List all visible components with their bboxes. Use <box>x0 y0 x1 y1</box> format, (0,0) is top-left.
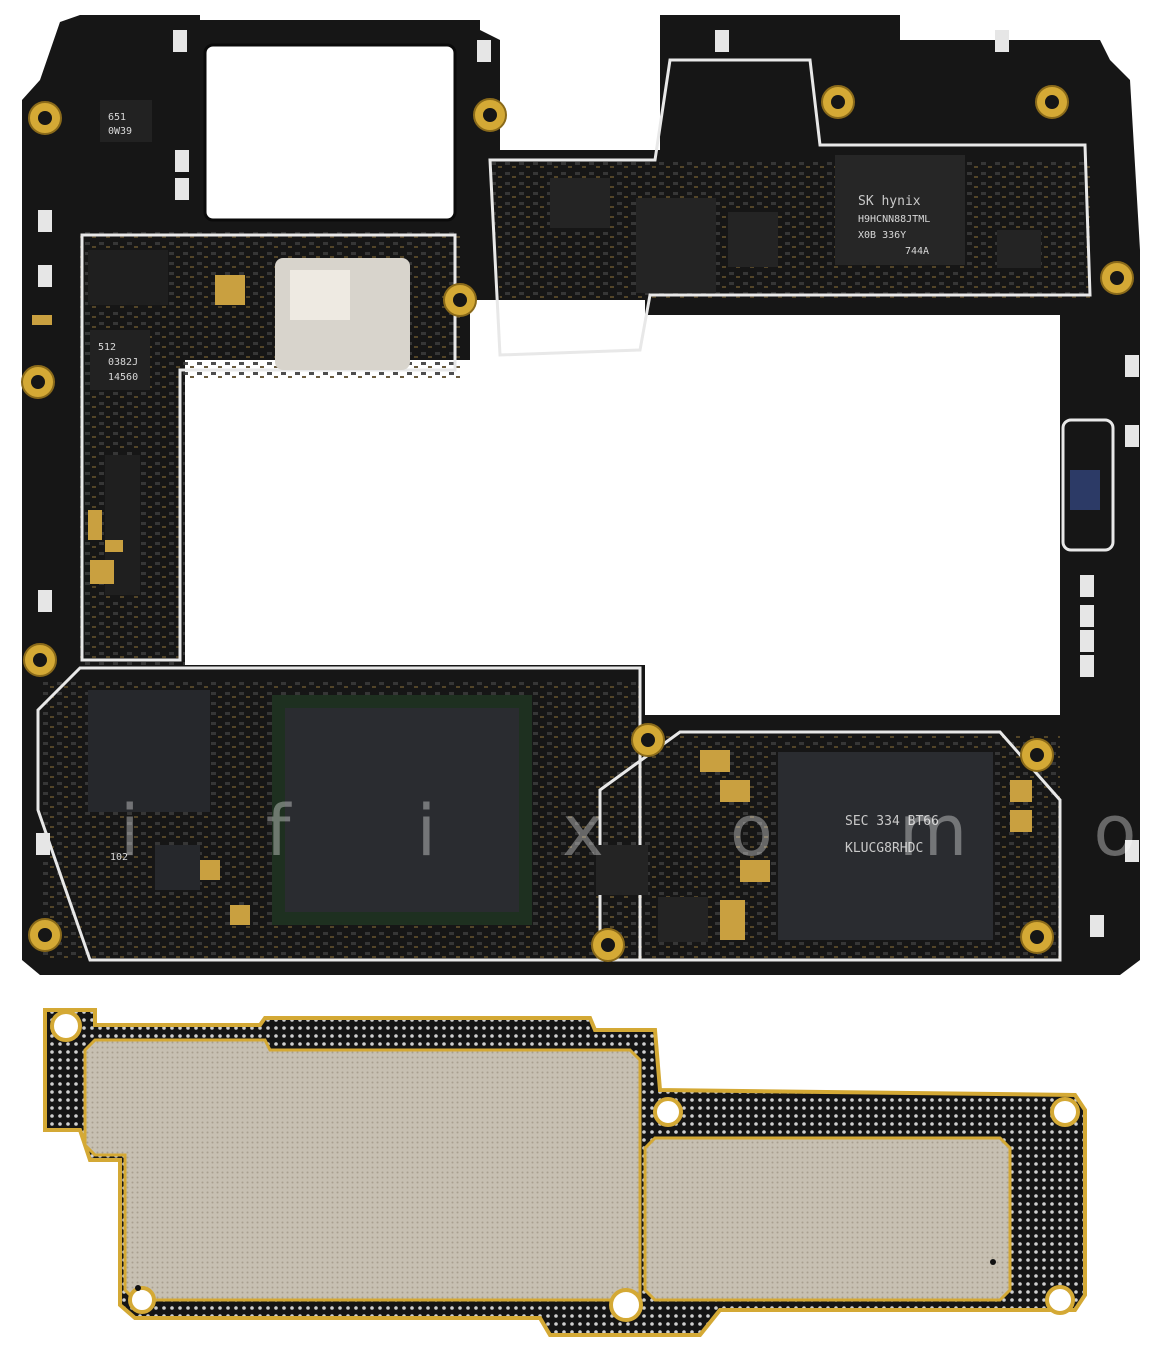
main-logic-board: 651 0W39 512 0382J 14560 SK hynix H9HCNN… <box>21 15 1140 975</box>
mesh-shield-left <box>83 1038 642 1302</box>
ram-chip <box>835 155 965 265</box>
pmic-chip-2 <box>550 178 610 228</box>
pmic-chip-3 <box>728 212 778 267</box>
small-chip-bottom-2 <box>658 897 708 942</box>
svg-text:744A: 744A <box>905 246 929 257</box>
watermark: i f i x o m o b i l e <box>120 790 1161 872</box>
pmic-top-left-chip <box>100 100 152 142</box>
frame-holes <box>50 1010 1080 1322</box>
interposer-frame <box>43 1008 1087 1337</box>
chips: 651 0W39 512 0382J 14560 SK hynix H9HCNN… <box>88 100 1100 942</box>
mesh-shield-right <box>643 1136 1012 1302</box>
svg-text:H9HCNN88JTML: H9HCNN88JTML <box>858 214 930 225</box>
svg-text:SK hynix: SK hynix <box>858 194 921 209</box>
audio-chip <box>88 690 210 812</box>
svg-text:i f i x o m o b i l e: i f i x o m o b i l e <box>120 790 1161 872</box>
edge-components <box>36 30 1139 937</box>
svg-text:0W39: 0W39 <box>108 126 132 137</box>
storage-chip <box>778 752 993 940</box>
modem-chip <box>636 198 716 293</box>
svg-text:SEC 334 BT66: SEC 334 BT66 <box>845 814 939 829</box>
svg-text:0382J: 0382J <box>108 357 138 368</box>
small-chip-bottom <box>596 845 648 895</box>
svg-text:651: 651 <box>108 112 126 123</box>
pmic-chip-4 <box>997 230 1041 268</box>
svg-text:512: 512 <box>98 342 116 353</box>
gold-pads <box>32 275 1032 940</box>
shield-outlines <box>36 58 1115 962</box>
svg-text:KLUCG8RHDC: KLUCG8RHDC <box>845 841 923 856</box>
svg-text:14560: 14560 <box>108 372 138 383</box>
svg-text:102: 102 <box>110 852 128 863</box>
svg-text:X0B 336Y: X0B 336Y <box>858 230 906 241</box>
soc-chip <box>285 708 519 912</box>
pmic-bottom-chip <box>155 845 200 890</box>
pmic-left-chip <box>90 330 150 390</box>
side-connector <box>1070 470 1100 510</box>
board-window-cutout <box>205 45 455 220</box>
